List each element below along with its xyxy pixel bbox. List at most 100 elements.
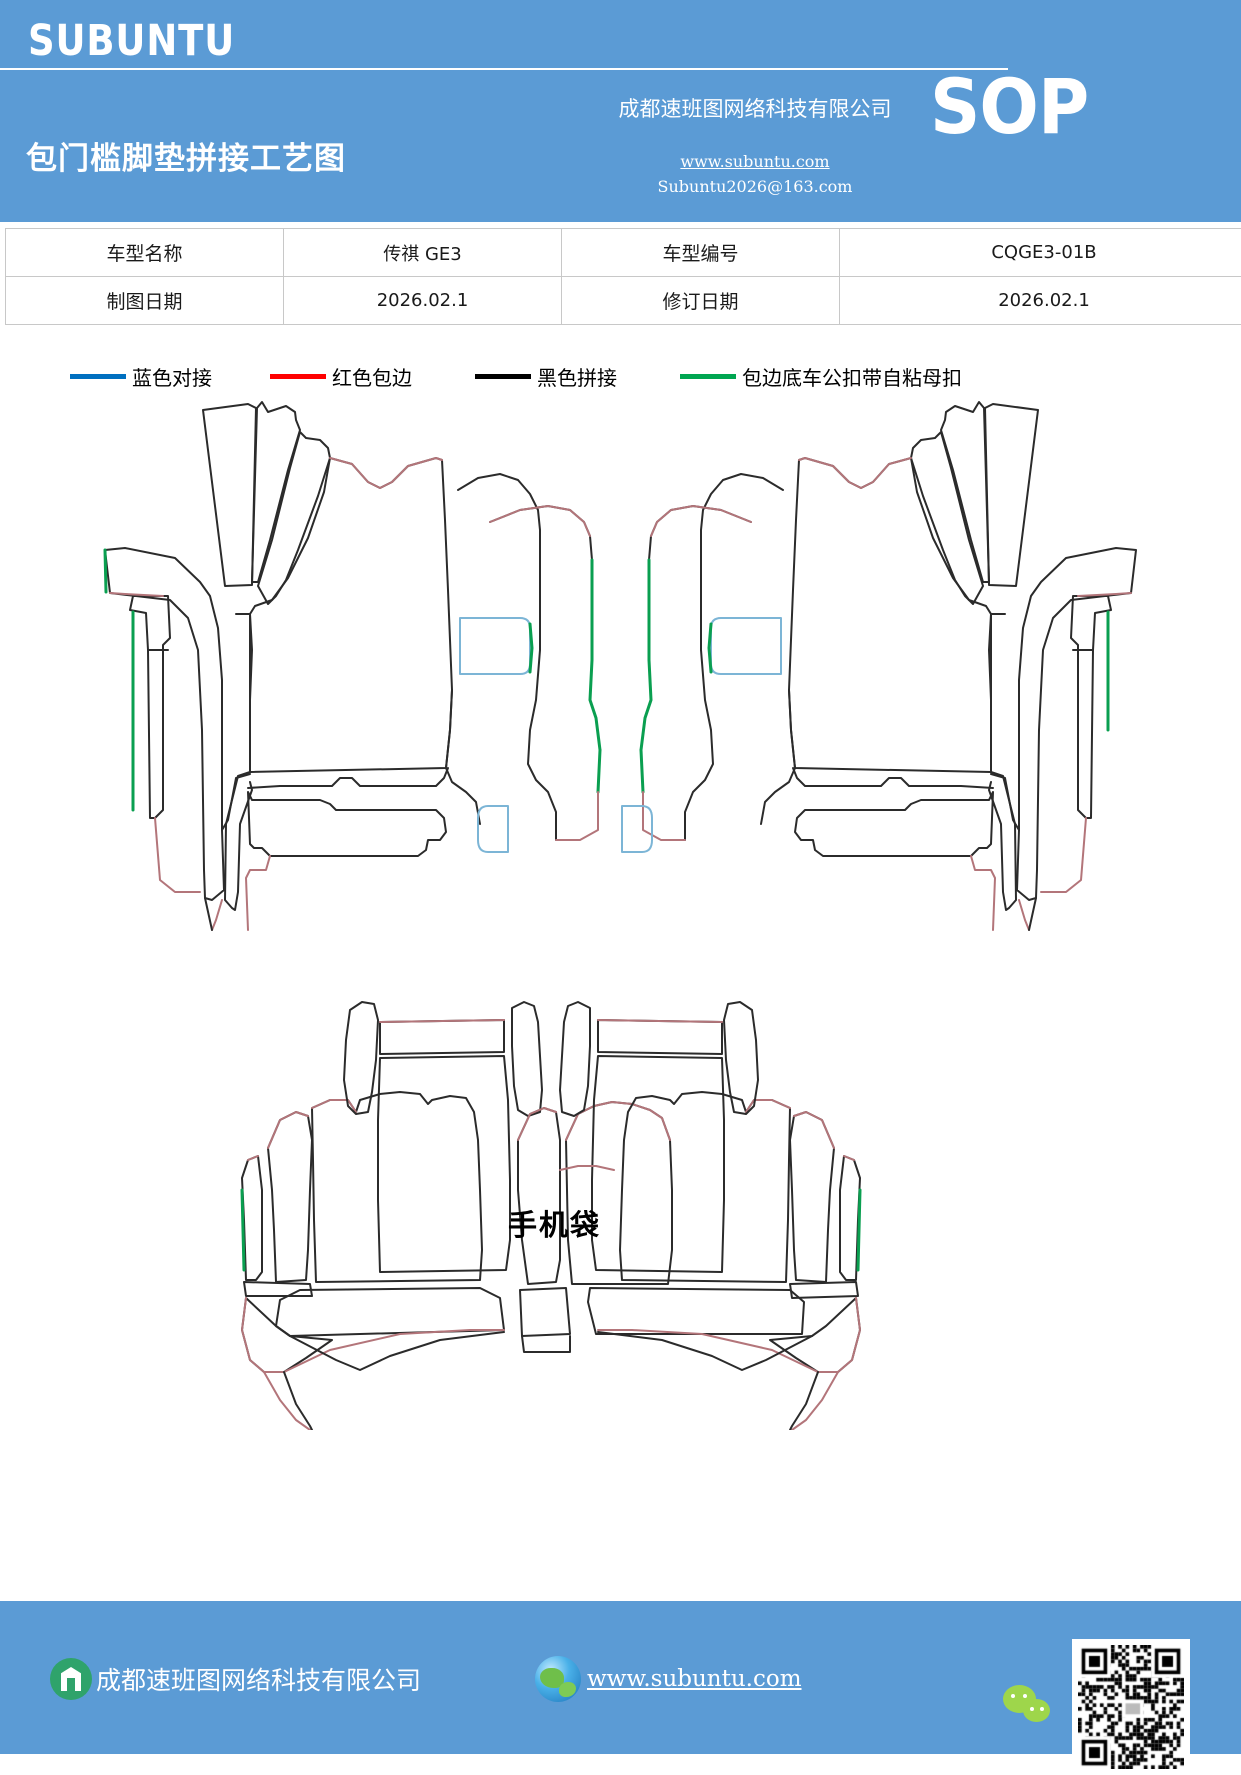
- rear-right-sill-red: [844, 1156, 854, 1160]
- table-row: 制图日期 2026.02.1 修订日期 2026.02.1: [6, 277, 1241, 325]
- rear-left-inner-panel: [378, 1056, 510, 1272]
- right-sill-strip-red-edge: [1041, 818, 1086, 892]
- left-sill-strip-outer: [130, 596, 170, 818]
- left-outer-panel-green: [105, 550, 106, 592]
- header-divider: [0, 68, 1008, 70]
- phone-pocket-right-shape: [622, 806, 652, 852]
- footer-site[interactable]: www.subuntu.com: [535, 1656, 802, 1702]
- right-far-panel-red-lower: [643, 792, 685, 840]
- vehicle-info-table: 车型名称 传祺 GE3 车型编号 CQGE3-01B 制图日期 2026.02.…: [5, 228, 1241, 325]
- right-far-panel-green: [641, 560, 651, 750]
- globe-icon: [535, 1656, 581, 1702]
- rear-centre-lower: [522, 1336, 570, 1352]
- revision-date-label: 修订日期: [562, 277, 840, 325]
- house-icon: [50, 1658, 92, 1700]
- header-email: Subuntu2026@163.com: [505, 177, 1005, 196]
- rear-left-top-bar: [380, 1020, 504, 1054]
- rear-right-top-bar: [598, 1020, 722, 1054]
- right-tall-column-inner: [761, 690, 795, 824]
- legend-item-black: 黑色拼接: [475, 358, 617, 394]
- revision-date-value: 2026.02.1: [840, 277, 1241, 325]
- right-riser-strip-2: [991, 774, 1019, 830]
- legend-item-green: 包边底车公扣带自粘母扣: [680, 358, 962, 394]
- wechat-qr-code: [1072, 1639, 1190, 1775]
- rear-lower-band-centre: [520, 1288, 570, 1336]
- right-blue-pocket: [711, 618, 781, 674]
- legend-item-blue: 蓝色对接: [70, 358, 212, 394]
- phone-pocket-label: 手机袋: [508, 1202, 601, 1244]
- rear-centre-panel: [518, 1108, 560, 1284]
- right-sill-strip-outer: [1071, 596, 1111, 818]
- rear-left-bracket-left: [344, 1002, 378, 1114]
- legend-swatch-red-icon: [270, 374, 326, 379]
- rear-lower-band-right-2: [790, 1282, 858, 1298]
- right-wedge-c: [911, 432, 983, 604]
- legend-label-green: 包边底车公扣带自粘母扣: [742, 362, 962, 391]
- legend: 蓝色对接 红色包边 黑色拼接 包边底车公扣带自粘母扣: [60, 358, 1120, 394]
- right-lower-band-red: [971, 856, 995, 930]
- left-far-panel-red-lower: [556, 792, 598, 840]
- right-tall-column: [685, 474, 783, 840]
- footer-company: 成都速班图网络科技有限公司: [50, 1658, 421, 1700]
- right-centre-panel-red-top: [799, 458, 911, 488]
- brand-logo: SUBUNTU: [28, 16, 235, 66]
- left-blue-pocket: [460, 618, 530, 674]
- phone-pocket-left-shape: [478, 806, 508, 852]
- rear-left-shoulder: [268, 1112, 312, 1282]
- table-row: 车型名称 传祺 GE3 车型编号 CQGE3-01B: [6, 229, 1241, 277]
- right-outer-panel: [1017, 548, 1136, 900]
- right-lower-drop-black: [1029, 898, 1036, 930]
- left-outer-panel-red: [110, 593, 163, 596]
- left-lower-band-red: [246, 856, 270, 930]
- rear-right-main-panel: [620, 1092, 790, 1282]
- rear-left-bracket-right: [512, 1002, 542, 1116]
- right-lower-band-2: [795, 792, 993, 856]
- right-far-panel-green2: [641, 750, 643, 792]
- legend-swatch-green-icon: [680, 374, 736, 379]
- rear-lower-band-right: [588, 1288, 804, 1334]
- rear-left-sill-red: [248, 1156, 258, 1160]
- legend-label-red: 红色包边: [332, 362, 412, 391]
- right-lower-drop: [1019, 900, 1029, 930]
- left-lower-band-2: [248, 792, 446, 856]
- model-code-label: 车型编号: [562, 229, 840, 277]
- left-lower-drop: [212, 900, 222, 930]
- model-code-value: CQGE3-01B: [840, 229, 1241, 277]
- legend-label-black: 黑色拼接: [537, 362, 617, 391]
- left-tall-column: [458, 474, 556, 840]
- draw-date-label: 制图日期: [6, 277, 284, 325]
- footer-website-link[interactable]: www.subuntu.com: [587, 1666, 802, 1692]
- left-wedge-b: [252, 402, 300, 582]
- left-riser-strip: [225, 614, 252, 910]
- page-title: 包门槛脚垫拼接工艺图: [26, 133, 346, 178]
- legend-swatch-blue-icon: [70, 374, 126, 379]
- mat-pattern-svg: [0, 400, 1241, 1430]
- page-footer: 成都速班图网络科技有限公司 www.subuntu.com: [0, 1601, 1241, 1754]
- left-far-panel-green2: [598, 750, 600, 792]
- model-name-label: 车型名称: [6, 229, 284, 277]
- rear-left-top-bar-red: [380, 1020, 504, 1022]
- rear-left-main-panel: [312, 1092, 482, 1282]
- left-sill-strip-red-edge: [155, 818, 200, 892]
- left-wedge-c: [258, 432, 330, 604]
- rear-left-skirt-red: [242, 1298, 504, 1372]
- rear-right-bracket-left: [724, 1002, 758, 1114]
- right-wedge-a: [985, 404, 1038, 586]
- sop-badge: SOP: [930, 62, 1088, 151]
- rear-right-skirt-inner: [598, 1332, 812, 1370]
- technical-drawing: 手机袋: [0, 400, 1241, 1430]
- rear-centre-main-red: [566, 1102, 670, 1140]
- page-header: SUBUNTU 包门槛脚垫拼接工艺图 成都速班图网络科技有限公司 www.sub…: [0, 0, 1241, 222]
- rear-right-shoulder-red: [794, 1112, 834, 1148]
- rear-right-top-bar-red: [598, 1020, 722, 1022]
- left-tall-column-inner: [446, 690, 480, 824]
- right-wedge-b: [941, 402, 989, 582]
- rear-right-inner-panel: [592, 1056, 724, 1272]
- legend-swatch-black-icon: [475, 374, 531, 379]
- left-outer-panel: [105, 548, 224, 900]
- header-website-link[interactable]: www.subuntu.com: [505, 152, 1005, 171]
- left-lower-drop-black: [205, 898, 212, 930]
- rear-right-bracket-right: [560, 1002, 590, 1116]
- draw-date-value: 2026.02.1: [284, 277, 562, 325]
- legend-label-blue: 蓝色对接: [132, 362, 212, 391]
